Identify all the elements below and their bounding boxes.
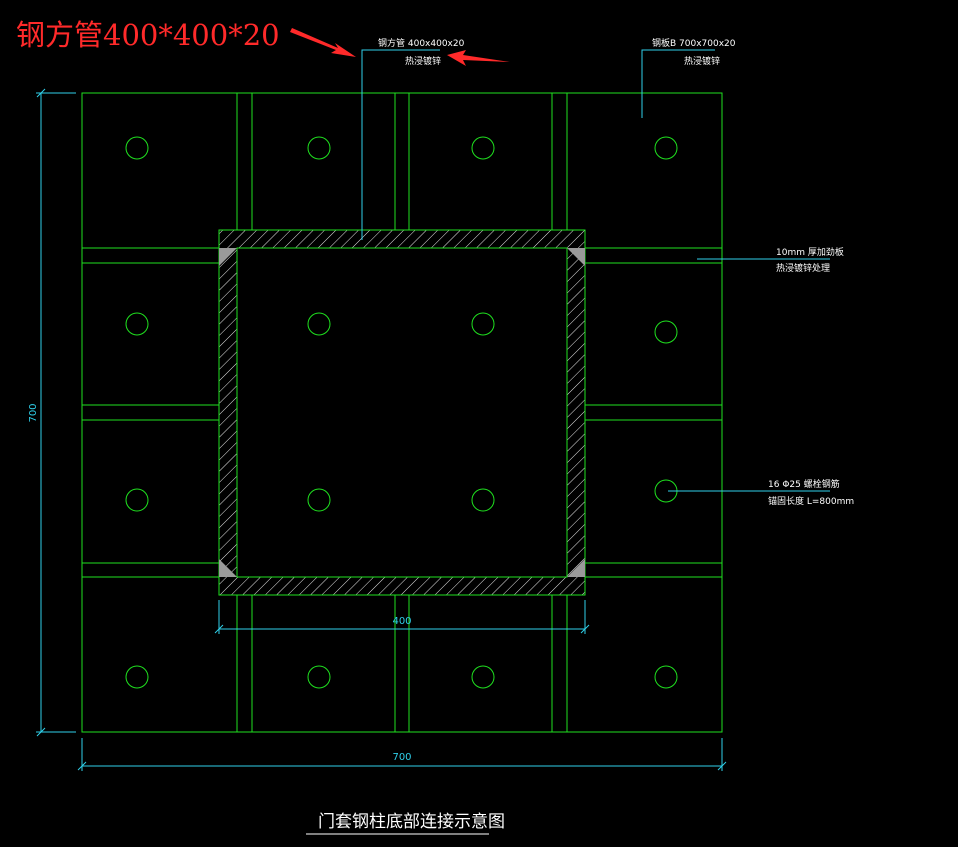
weld-top-left xyxy=(219,248,237,266)
bolt-hole xyxy=(307,136,331,160)
steel-tube xyxy=(218,229,586,596)
bolt-hole xyxy=(654,136,678,160)
base-plate xyxy=(81,92,723,733)
bolt-hole xyxy=(471,665,495,689)
bolt-hole xyxy=(654,320,678,344)
red-arrow-left xyxy=(290,28,356,57)
bolt-hole xyxy=(307,665,331,689)
bolt-hole xyxy=(125,136,149,160)
drawing-title-text: 门套钢柱底部连接示意图 xyxy=(318,812,505,832)
callout-plate-line1: 钢板B 700x700x20 xyxy=(652,37,736,49)
callout-stiffener: 10mm 厚加劲板 热浸镀锌处理 xyxy=(776,246,844,274)
callout-base-plate: 钢板B 700x700x20 热浸镀锌 xyxy=(652,37,736,67)
callout-tube-line2: 热浸镀锌 xyxy=(405,55,441,67)
weld-bottom-right xyxy=(567,559,585,577)
annotation-tube-size: 钢方管400*400*20 xyxy=(16,18,280,52)
stiffener-ribs xyxy=(82,93,722,732)
dimension-plate-height: 700 xyxy=(28,403,39,422)
bolt-hole xyxy=(125,312,149,336)
bolt-hole xyxy=(307,488,331,512)
dimension-tube-width: 400 xyxy=(392,616,411,627)
tube-inner-edge xyxy=(236,247,568,578)
bolt-holes xyxy=(125,136,678,689)
callout-bolt-line2: 锚固长度 L=800mm xyxy=(768,495,854,507)
weld-top-right xyxy=(567,248,585,266)
bolt-hole xyxy=(471,488,495,512)
weld-bottom-left xyxy=(219,559,237,577)
drawing-title: 门套钢柱底部连接示意图 xyxy=(306,812,505,835)
bolt-hole xyxy=(471,312,495,336)
base-plate-outline xyxy=(81,92,723,733)
dimension-left xyxy=(36,88,76,737)
dimension-bottom xyxy=(77,738,727,771)
callout-plate-line2: 热浸镀锌 xyxy=(684,55,720,67)
bolt-hole xyxy=(125,488,149,512)
callout-bolts: 16 Φ25 螺栓钢筋 锚固长度 L=800mm xyxy=(768,478,854,507)
bolt-hole xyxy=(125,665,149,689)
callout-stiffener-line2: 热浸镀锌处理 xyxy=(776,262,830,274)
callout-tube-line1: 钢方管 400x400x20 xyxy=(378,37,465,49)
callout-steel-tube: 钢方管 400x400x20 热浸镀锌 xyxy=(378,37,465,67)
dimension-tube xyxy=(214,600,590,634)
red-arrow-right xyxy=(447,50,510,66)
leader-lines xyxy=(361,49,830,492)
dimension-plate-width: 700 xyxy=(392,752,411,763)
bolt-hole xyxy=(307,312,331,336)
tube-outer-edge xyxy=(218,229,586,596)
bolt-hole xyxy=(471,136,495,160)
callout-stiffener-line1: 10mm 厚加劲板 xyxy=(776,246,844,258)
callout-bolt-line1: 16 Φ25 螺栓钢筋 xyxy=(768,478,840,490)
bolt-hole xyxy=(654,665,678,689)
